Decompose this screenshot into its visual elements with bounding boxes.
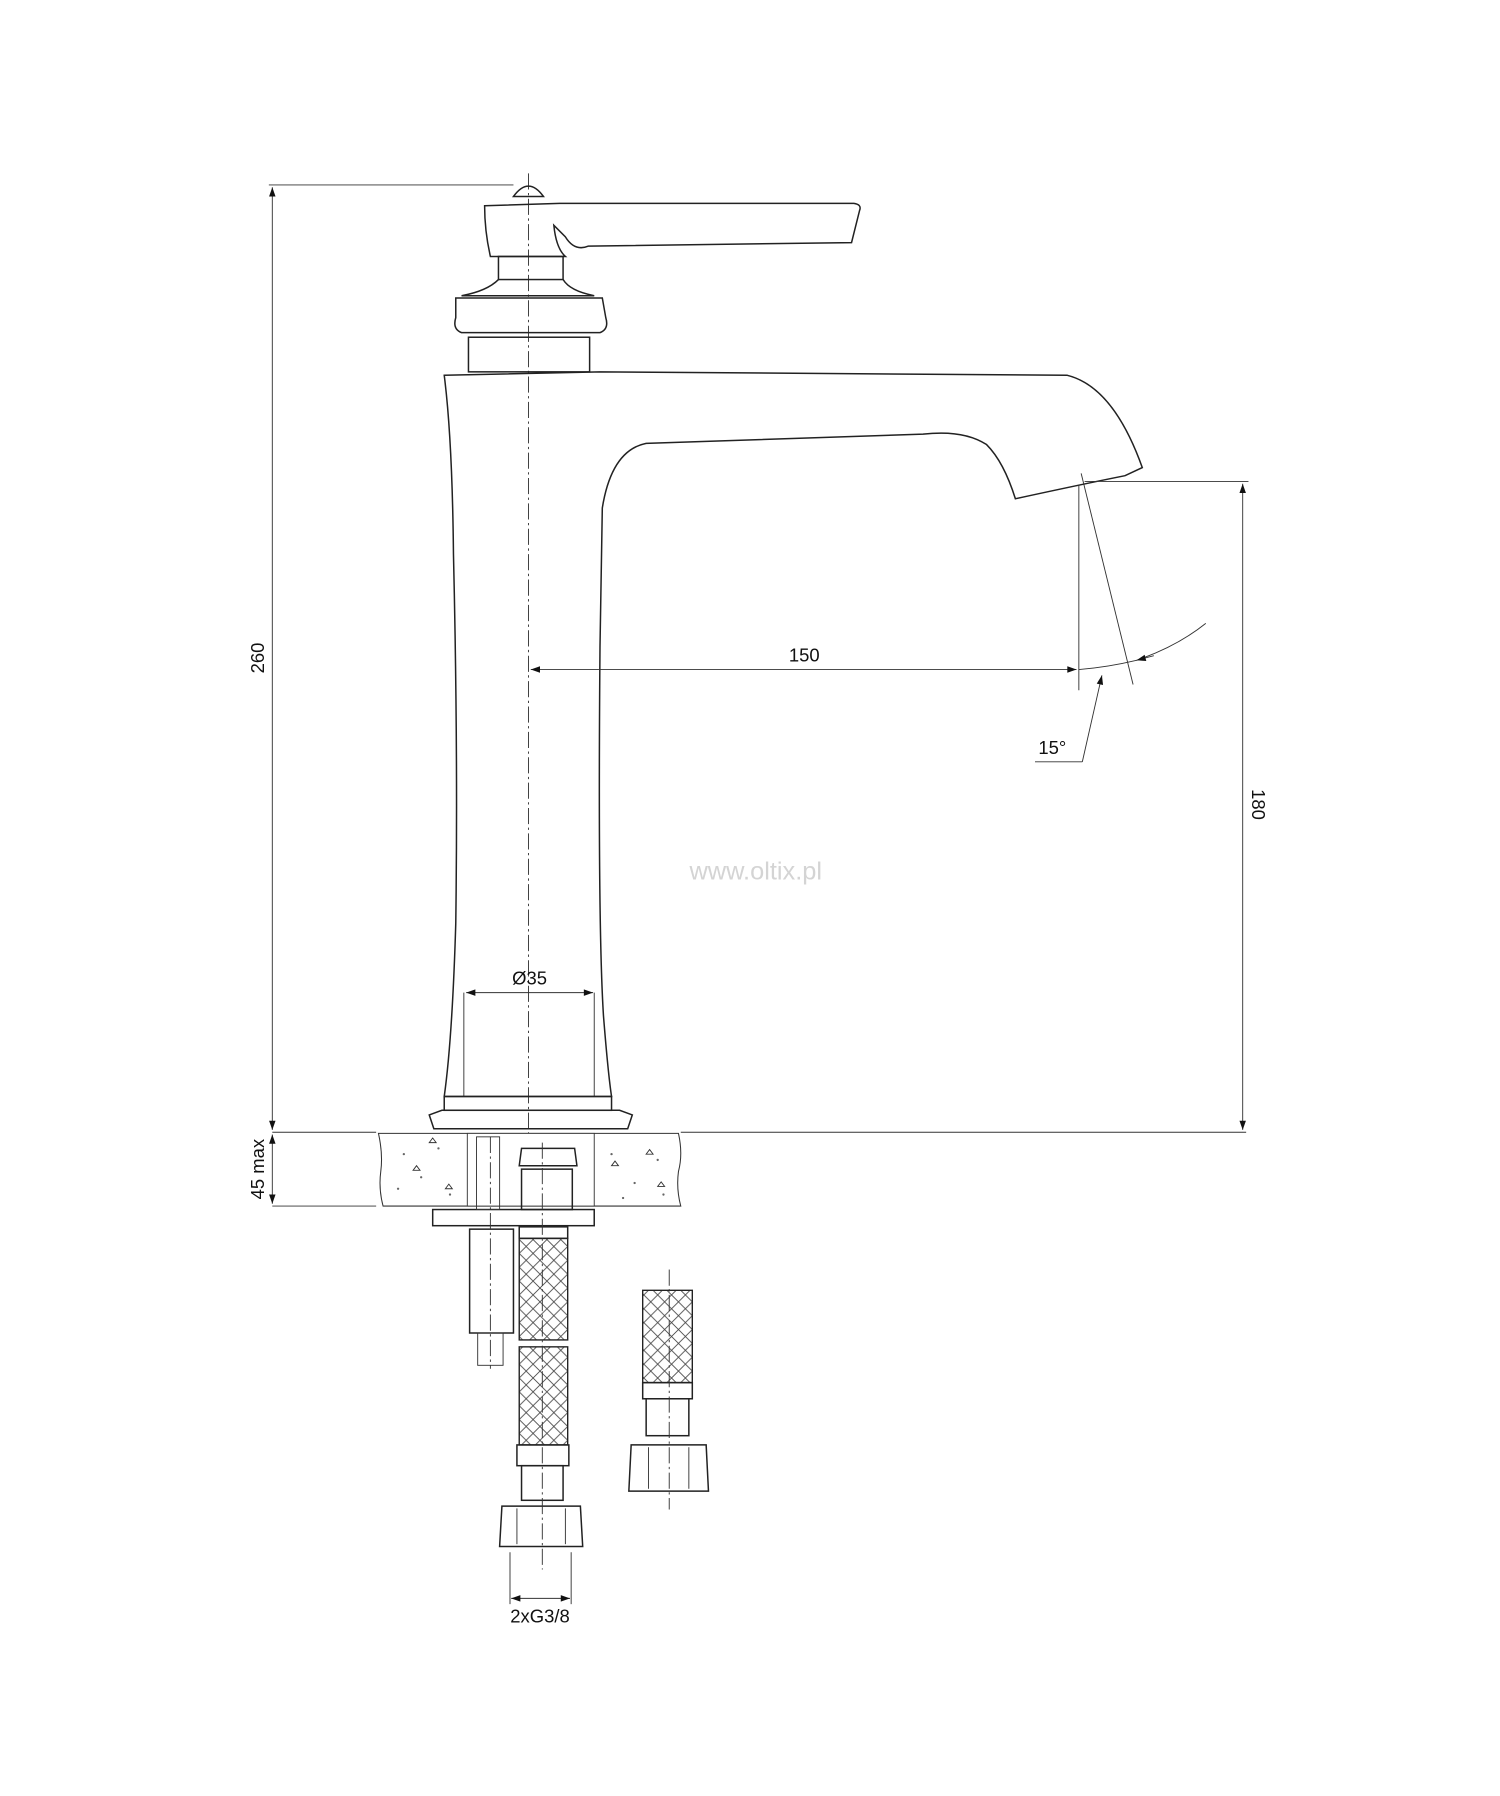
dimension-body-diameter: Ø35 <box>466 968 594 996</box>
dimension-connections: 2xG3/8 <box>509 1552 572 1627</box>
label-spout-angle: 15° <box>1038 737 1066 758</box>
label-countertop-thickness: 45 max <box>247 1138 268 1199</box>
label-total-height: 260 <box>247 643 268 674</box>
watermark: www.oltix.pl <box>688 858 822 886</box>
faucet-body <box>428 371 1144 1130</box>
mounting-stud <box>431 1136 595 1369</box>
handle-lever <box>454 185 861 373</box>
label-spout-height: 180 <box>1248 789 1269 820</box>
label-body-diameter: Ø35 <box>512 968 547 989</box>
supply-hose-second <box>628 1269 710 1510</box>
dimension-spout-reach: 150 <box>530 484 1080 691</box>
dimension-spout-height: 180 <box>1084 480 1269 1130</box>
dimension-spout-angle: 15° <box>1035 473 1207 763</box>
dimension-countertop: 45 max <box>247 1134 276 1204</box>
supply-hose <box>498 1142 584 1570</box>
label-spout-reach: 150 <box>789 644 820 665</box>
countertop-section <box>272 1131 1247 1207</box>
dimension-total-height: 260 <box>247 184 514 1130</box>
label-connections: 2xG3/8 <box>510 1606 570 1627</box>
